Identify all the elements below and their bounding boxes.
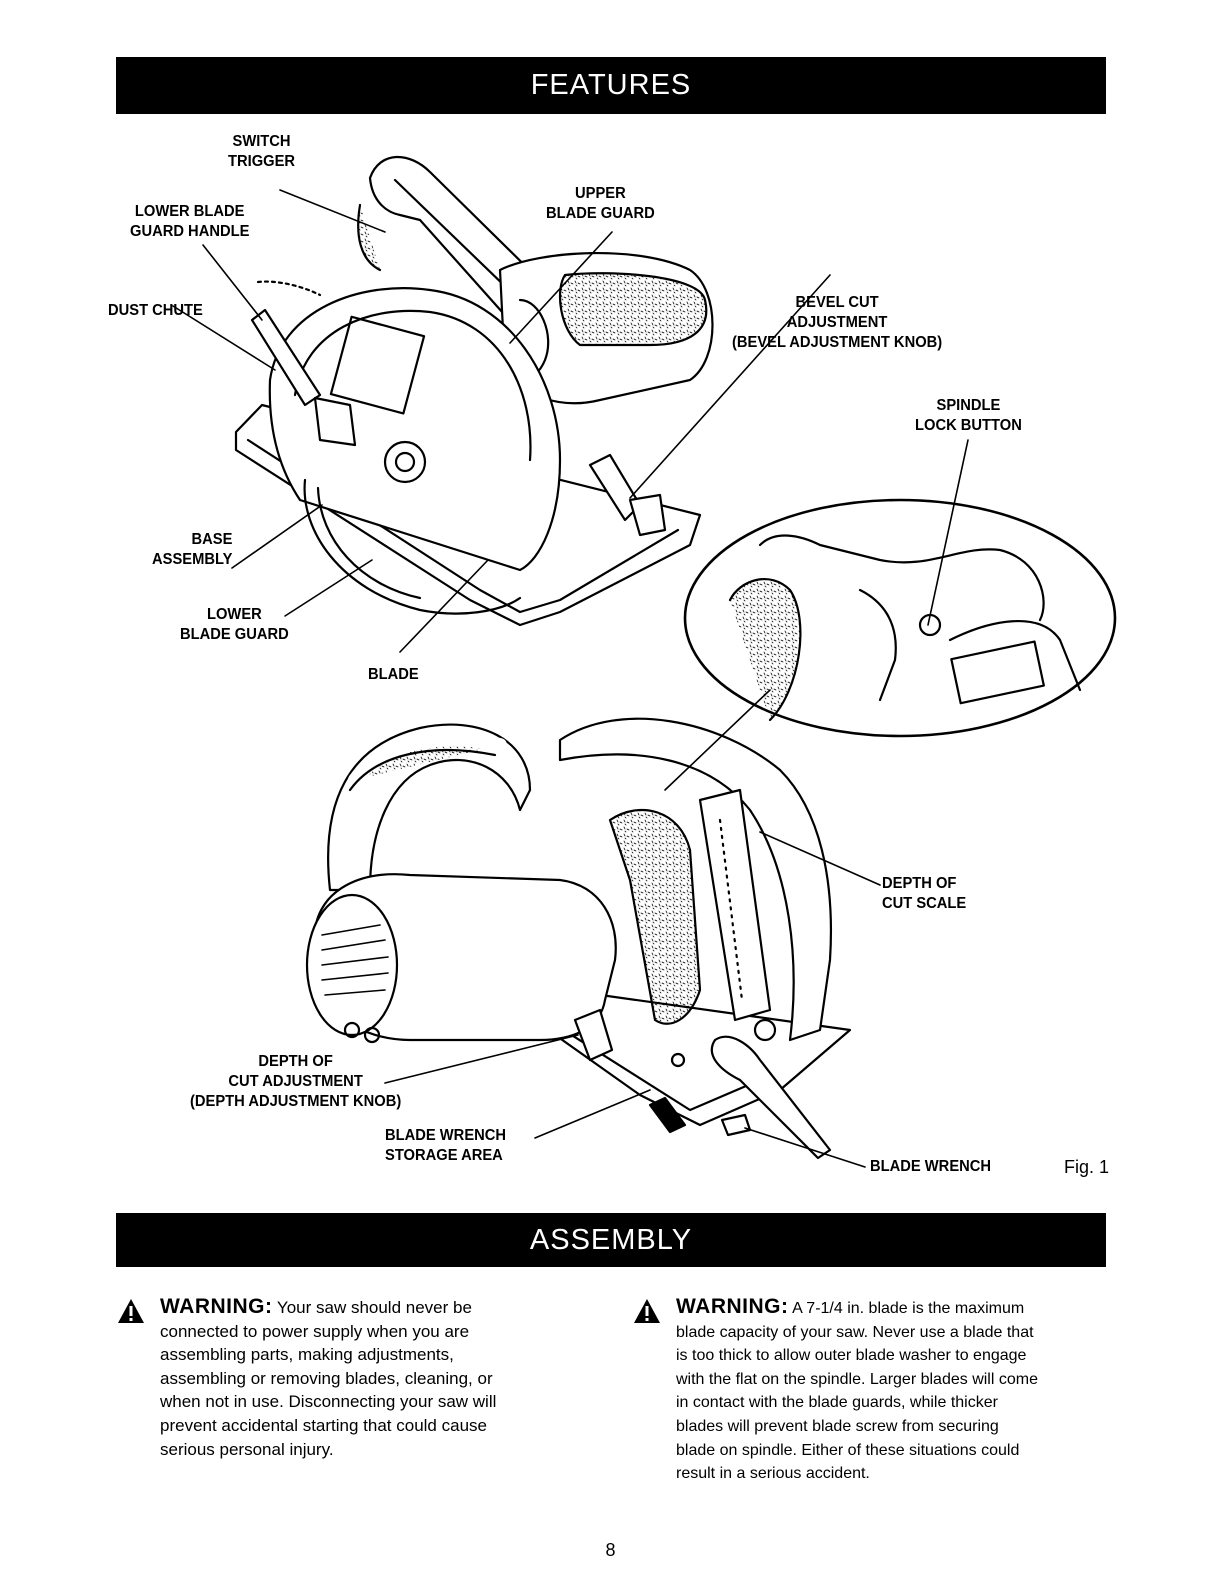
warning-body: connected to power supply when you are a… <box>160 1321 497 1459</box>
warning-power-supply: WARNING: Your saw should never be connec… <box>160 1295 600 1461</box>
page-number: 8 <box>605 1540 616 1560</box>
label-dust-chute: DUST CHUTE <box>108 302 203 319</box>
warning-heading: WARNING: <box>160 1295 273 1318</box>
warning-triangle-icon <box>634 1299 660 1323</box>
label-base-assembly: BASE ASSEMBLY <box>152 531 233 568</box>
label-upper-blade-guard: UPPER BLADE GUARD <box>546 185 655 222</box>
warning-blade-capacity: WARNING: A 7-1/4 in. blade is the maximu… <box>676 1295 1126 1486</box>
label-spindle-lock-button: SPINDLE LOCK BUTTON <box>915 397 1022 434</box>
label-bevel-cut-adjustment: BEVEL CUT ADJUSTMENT (BEVEL ADJUSTMENT K… <box>732 294 943 351</box>
warning-lead: A 7-1/4 in. blade is the maximum <box>788 1300 1025 1317</box>
spindle-lock-detail-drawing <box>683 498 1117 738</box>
warning-body: blade capacity of your saw. Never use a … <box>676 1323 1038 1483</box>
assembly-title: ASSEMBLY <box>529 1223 693 1256</box>
lower-saw-drawing <box>305 717 852 1160</box>
label-blade-wrench-storage-area: BLADE WRENCH STORAGE AREA <box>385 1127 507 1164</box>
features-title: FEATURES <box>530 69 692 101</box>
warning-heading: WARNING: <box>676 1295 789 1318</box>
label-lower-blade-guard: LOWER BLADE GUARD <box>180 606 289 643</box>
figure-label: Fig. 1 <box>1064 1157 1110 1177</box>
label-blade-wrench: BLADE WRENCH <box>870 1158 992 1175</box>
label-switch-trigger: SWITCH TRIGGER <box>228 133 296 170</box>
warning-lead: Your saw should never be <box>272 1298 472 1317</box>
label-lower-blade-guard-handle: LOWER BLADE GUARD HANDLE <box>130 203 250 240</box>
label-depth-of-cut-scale: DEPTH OF CUT SCALE <box>882 875 967 912</box>
features-banner: FEATURES <box>116 57 1106 114</box>
label-blade: BLADE <box>368 666 419 683</box>
assembly-banner: ASSEMBLY <box>116 1213 1106 1267</box>
upper-saw-drawing <box>234 155 714 627</box>
leader-lines <box>172 189 969 1168</box>
label-depth-of-cut-adjustment: DEPTH OF CUT ADJUSTMENT (DEPTH ADJUSTMEN… <box>190 1053 402 1110</box>
warning-triangle-icon <box>118 1299 144 1323</box>
